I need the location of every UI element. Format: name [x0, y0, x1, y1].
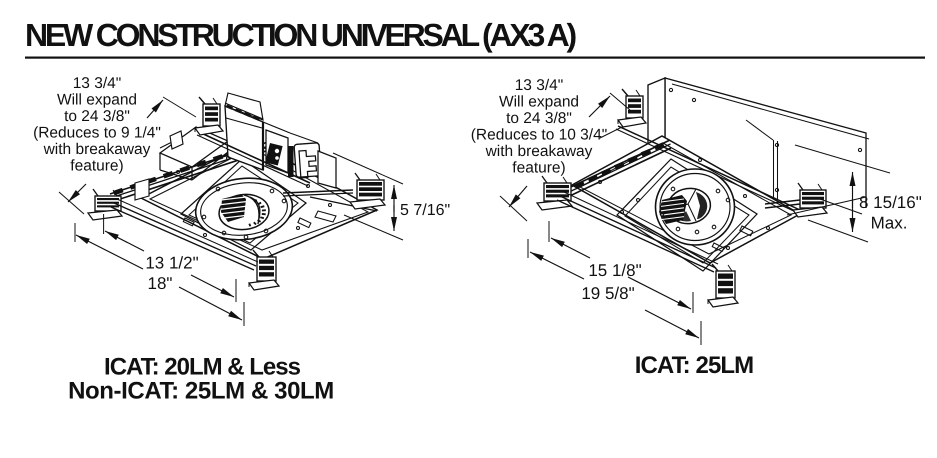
svg-text:feature): feature): [512, 160, 565, 177]
svg-text:with breakaway: with breakaway: [43, 141, 151, 158]
svg-text:13 3/4": 13 3/4": [73, 75, 122, 92]
svg-text:15 1/8": 15 1/8": [588, 261, 641, 280]
svg-text:to 24 3/8": to 24 3/8": [506, 110, 572, 127]
svg-text:18": 18": [148, 274, 173, 293]
svg-text:5 7/16": 5 7/16": [400, 202, 450, 219]
svg-text:ICAT: 20LM & Less: ICAT: 20LM & Less: [104, 354, 301, 381]
svg-text:(Reduces to 10 3/4": (Reduces to 10 3/4": [471, 127, 607, 144]
svg-text:Non-ICAT: 25LM & 30LM: Non-ICAT: 25LM & 30LM: [68, 378, 334, 405]
svg-text:Will expand: Will expand: [499, 94, 579, 111]
svg-text:Will expand: Will expand: [57, 92, 137, 109]
svg-text:NEW CONSTRUCTION UNIVERSAL (AX: NEW CONSTRUCTION UNIVERSAL (AX3 A): [25, 17, 577, 53]
svg-text:feature): feature): [70, 158, 123, 175]
svg-text:with breakaway: with breakaway: [485, 143, 593, 160]
svg-text:13 3/4": 13 3/4": [515, 77, 564, 94]
svg-text:Max.: Max.: [871, 214, 908, 233]
svg-text:13 1/2": 13 1/2": [145, 254, 198, 273]
svg-text:8 15/16": 8 15/16": [859, 193, 922, 212]
svg-text:(Reduces to 9 1/4": (Reduces to 9 1/4": [33, 125, 161, 142]
svg-text:to 24 3/8": to 24 3/8": [64, 108, 130, 125]
svg-text:19 5/8": 19 5/8": [581, 284, 634, 303]
svg-text:ICAT: 25LM: ICAT: 25LM: [635, 352, 754, 379]
